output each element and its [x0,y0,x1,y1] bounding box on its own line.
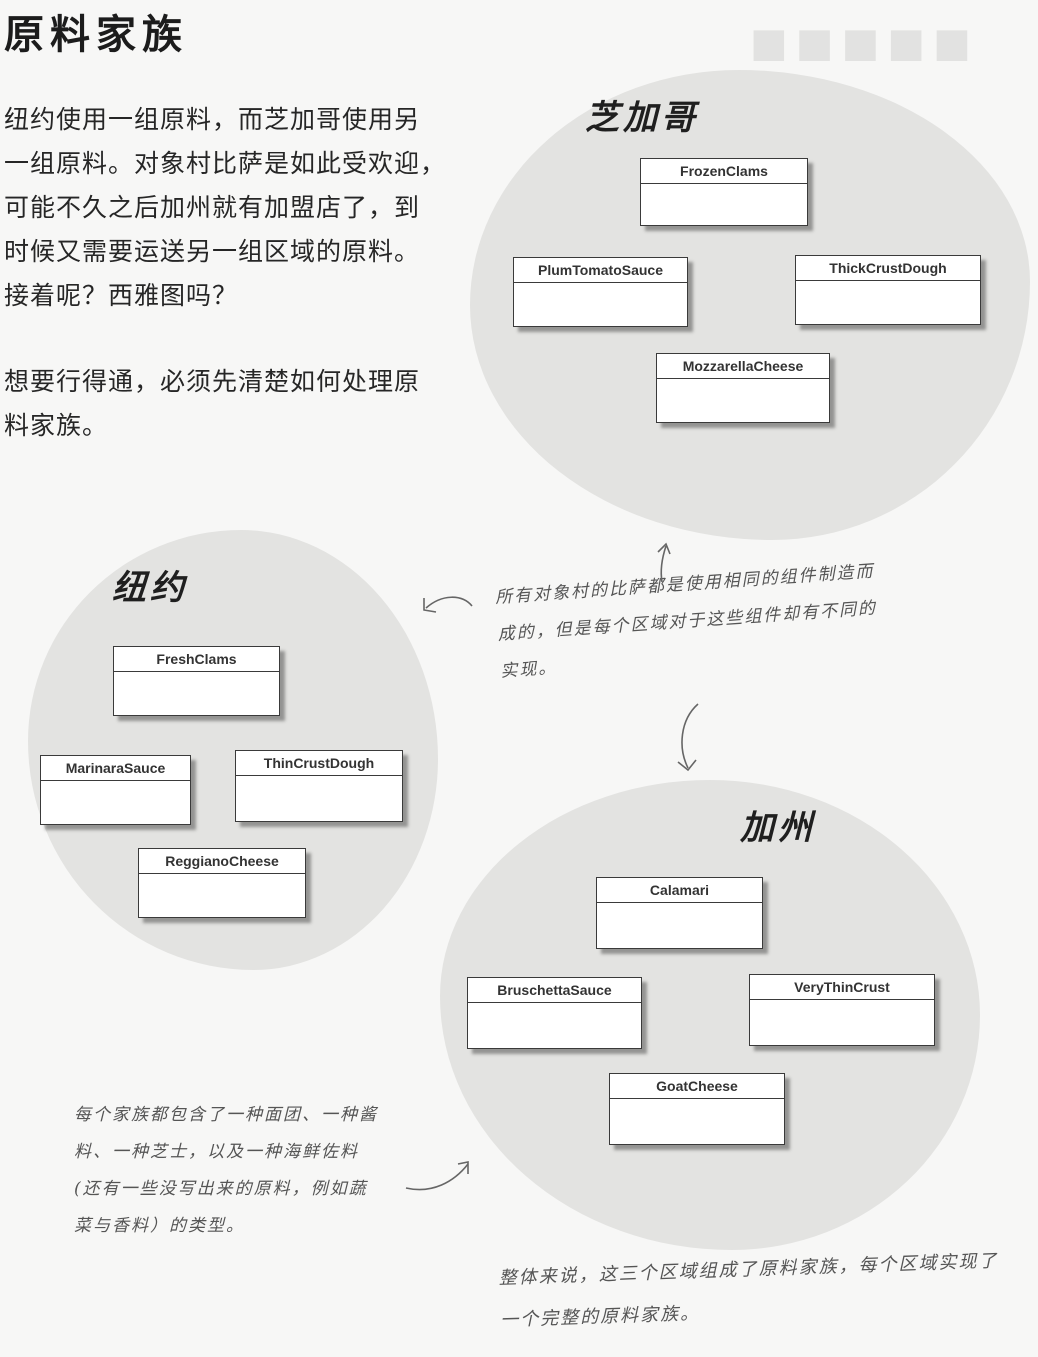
class-box-plum-tomato-sauce: PlumTomatoSauce [513,257,688,327]
class-name: BruschettaSauce [468,978,641,1003]
class-box-goat-cheese: GoatCheese [609,1073,785,1145]
class-name: VeryThinCrust [750,975,934,1000]
page-title: 原料家族 [4,12,188,58]
class-box-marinara-sauce: MarinaraSauce [40,755,191,825]
family-annotation: 每个家族都包含了一种面团、一种酱 料、一种芝士，以及一种海鲜佐料 (还有一些没写… [74,1105,378,1236]
class-box-calamari: Calamari [596,877,763,949]
intro-paragraph-1: 纽约使用一组原料，而芝加哥使用另 一组原料。对象村比萨是如此受欢迎， 可能不久之… [4,105,447,310]
class-name: MarinaraSauce [41,756,190,781]
arrow-down-icon [677,703,699,772]
bleed-through-text: ■■■■■ [750,20,979,66]
class-box-bruschetta-sauce: BruschettaSauce [467,977,642,1049]
california-region-label: 加州 [740,808,816,848]
class-name: GoatCheese [610,1074,784,1099]
bottom-annotation: 整体来说，这三个区域组成了原料家族，每个区域实现了 一个完整的原料家族。 [498,1250,999,1331]
class-name: PlumTomatoSauce [514,258,687,283]
class-box-mozzarella-cheese: MozzarellaCheese [656,353,830,423]
intro-paragraph-2: 想要行得通，必须先清楚如何处理原 料家族。 [4,367,421,440]
center-annotation: 所有对象村的比萨都是使用相同的组件制造而 成的，但是每个区域对于这些组件却有不同… [494,561,878,682]
class-name: MozzarellaCheese [657,354,829,379]
arrow-right-icon [405,1161,469,1191]
newyork-region-label: 纽约 [112,568,188,608]
class-box-frozen-clams: FrozenClams [640,158,808,226]
class-name: ThickCrustDough [796,256,980,281]
class-name: ThinCrustDough [236,751,402,776]
class-box-very-thin-crust: VeryThinCrust [749,974,935,1046]
arrow-up-icon [657,542,671,583]
class-name: FrozenClams [641,159,807,184]
class-name: FreshClams [114,647,279,672]
class-name: ReggianoCheese [139,849,305,874]
chicago-region-label: 芝加哥 [585,98,699,138]
class-box-fresh-clams: FreshClams [113,646,280,716]
class-name: Calamari [597,878,762,903]
class-box-reggiano-cheese: ReggianoCheese [138,848,306,918]
class-box-thin-crust-dough: ThinCrustDough [235,750,403,822]
class-box-thick-crust-dough: ThickCrustDough [795,255,981,325]
arrow-left-icon [423,596,473,613]
